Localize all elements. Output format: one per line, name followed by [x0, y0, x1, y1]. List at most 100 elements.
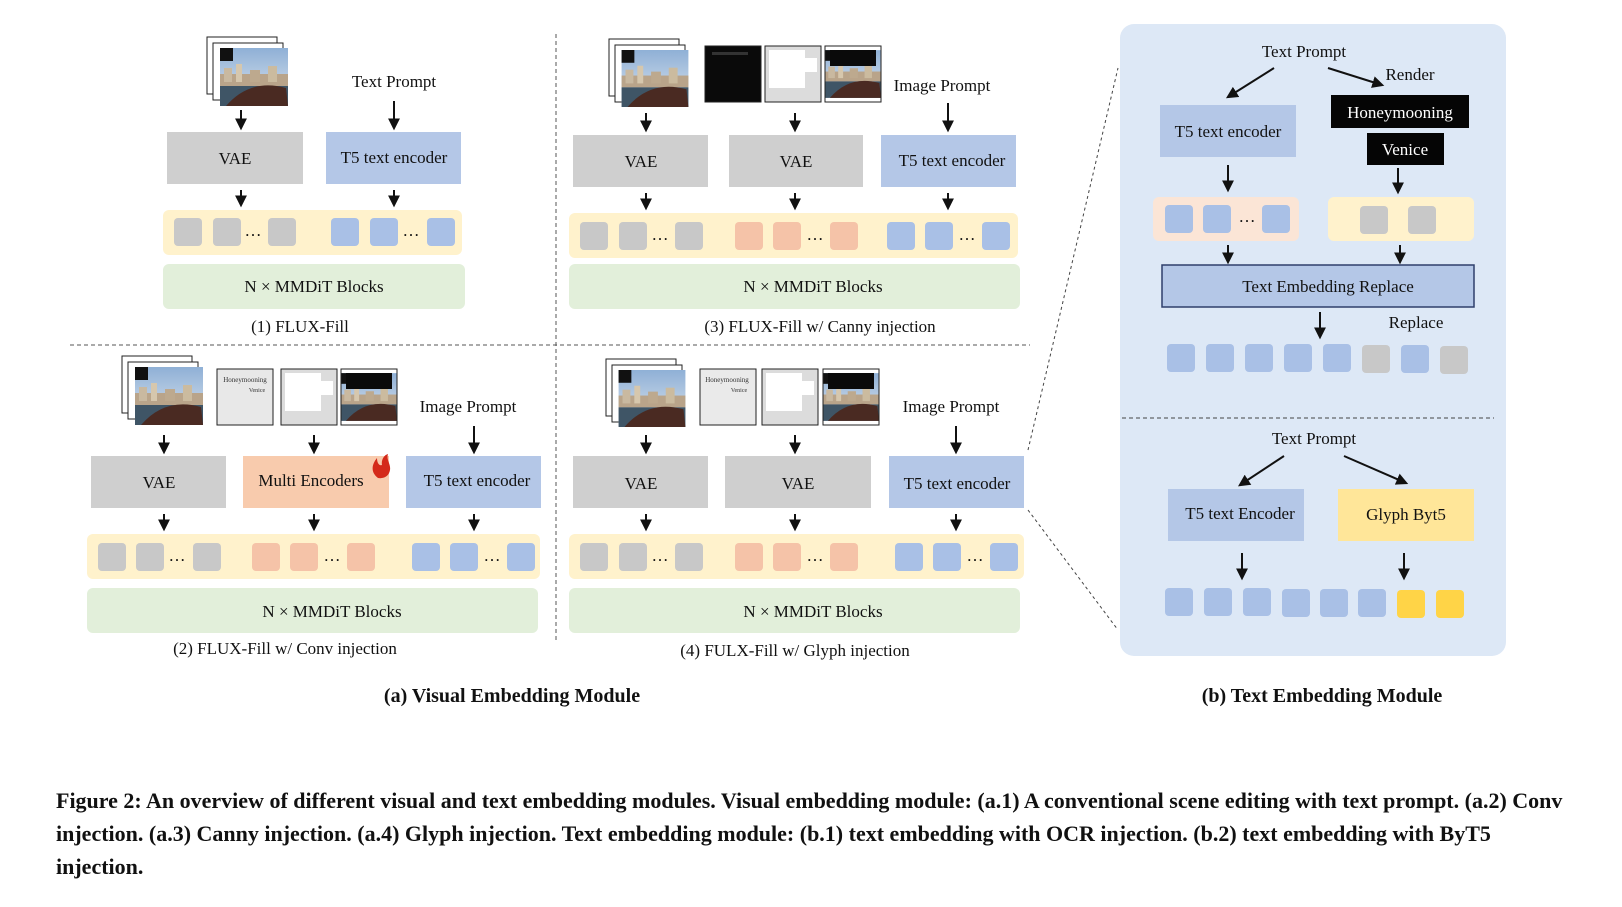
token-blue	[1204, 588, 1232, 616]
token-gray	[580, 222, 608, 250]
token-blue	[1262, 205, 1290, 233]
token-peach	[773, 222, 801, 250]
figure-caption: Figure 2: An overview of different visua…	[56, 788, 1563, 879]
ellipsis: …	[245, 221, 262, 240]
t5-encoder-label: T5 text encoder	[1175, 122, 1282, 141]
panel-a-title: (a) Visual Embedding Module	[384, 685, 640, 707]
token-gray	[98, 543, 126, 571]
t5-encoder-label: T5 text encoder	[424, 471, 531, 490]
token-blue	[925, 222, 953, 250]
glyph-thumbnail: Honeymooning Venice	[216, 368, 274, 426]
token-yellow	[1436, 590, 1464, 618]
glyph-text: Honeymooning	[223, 376, 267, 384]
ellipsis: …	[403, 221, 420, 240]
token-blue	[427, 218, 455, 246]
token-blue	[1358, 589, 1386, 617]
mmdit-blocks	[87, 588, 538, 633]
ellipsis: …	[967, 546, 984, 565]
text-prompt-label: Text Prompt	[1272, 429, 1357, 448]
mmdit-blocks-label: N × MMDiT Blocks	[743, 602, 882, 621]
rendered-word: Honeymooning	[1347, 103, 1453, 122]
t5-encoder-box	[1160, 105, 1296, 157]
token-blue	[1245, 344, 1273, 372]
vae-label: VAE	[219, 149, 252, 168]
subfigure-caption: (4) FULX-Fill w/ Glyph injection	[680, 641, 910, 660]
vae-label: VAE	[625, 474, 658, 493]
ellipsis: …	[652, 225, 669, 244]
token-blue	[1243, 588, 1271, 616]
token-gray	[619, 222, 647, 250]
mmdit-blocks	[163, 264, 465, 309]
vae-box	[167, 132, 303, 184]
token-peach	[347, 543, 375, 571]
masked-scene-thumbnail	[824, 45, 882, 103]
token-blue	[1282, 589, 1310, 617]
token-peach	[773, 543, 801, 571]
token-row: … … …	[580, 222, 1010, 250]
thumbnail-stack	[206, 36, 288, 106]
vae-box	[91, 456, 226, 508]
token-blue	[1284, 344, 1312, 372]
t5-encoder-box	[889, 456, 1024, 508]
text-prompt-label: Text Prompt	[1262, 42, 1347, 61]
thumbnail-stack	[605, 358, 686, 427]
token-blue	[450, 543, 478, 571]
subfigure-caption: (1) FLUX-Fill	[251, 317, 349, 336]
token-blue	[1206, 344, 1234, 372]
panel-b-title: (b) Text Embedding Module	[1202, 685, 1443, 707]
t5-encoder-box	[1168, 489, 1304, 541]
token-row	[1167, 344, 1468, 374]
token-blue	[1165, 205, 1193, 233]
vae-label: VAE	[782, 474, 815, 493]
arrow	[1237, 455, 1285, 487]
masked-scene-thumbnail	[822, 368, 880, 426]
vae-label: VAE	[780, 152, 813, 171]
replace-label: Replace	[1389, 313, 1444, 332]
multi-encoders-label: Multi Encoders	[258, 471, 363, 490]
token-row: … … …	[580, 543, 1018, 571]
token-gray	[268, 218, 296, 246]
masked-scene-thumbnail	[340, 368, 398, 426]
glyph-text: Honeymooning	[705, 376, 749, 384]
token-strip-yellow	[1328, 197, 1474, 241]
mask-thumbnail	[764, 45, 822, 103]
mmdit-blocks	[569, 264, 1020, 309]
token-gray	[1360, 206, 1388, 234]
t5-encoder-box	[881, 135, 1016, 187]
token-gray	[174, 218, 202, 246]
token-row	[1165, 588, 1464, 618]
vae-box	[573, 135, 708, 187]
subfigure-caption: (3) FLUX-Fill w/ Canny injection	[704, 317, 936, 336]
mmdit-blocks-label: N × MMDiT Blocks	[743, 277, 882, 296]
vae-box	[729, 135, 863, 187]
thumbnail-stack	[608, 38, 689, 107]
token-blue	[370, 218, 398, 246]
arrow	[1225, 67, 1275, 99]
image-prompt-label: Image Prompt	[894, 76, 991, 95]
token-gray	[580, 543, 608, 571]
token-gray	[675, 222, 703, 250]
token-blue	[1323, 344, 1351, 372]
multi-encoders-box	[243, 456, 389, 508]
image-prompt-label: Image Prompt	[903, 397, 1000, 416]
flame-icon	[372, 454, 391, 479]
glyph-text: Venice	[731, 388, 748, 394]
rendered-word-box	[1331, 95, 1469, 128]
token-blue	[895, 543, 923, 571]
token-blue	[331, 218, 359, 246]
thumbnail-stack	[121, 355, 203, 425]
vae-box	[725, 456, 871, 508]
token-gray	[193, 543, 221, 571]
token-gray	[1408, 206, 1436, 234]
token-blue	[933, 543, 961, 571]
t5-encoder-box	[406, 456, 541, 508]
token-blue	[1320, 589, 1348, 617]
t5-encoder-label: T5 text encoder	[904, 474, 1011, 493]
text-prompt-label: Text Prompt	[352, 72, 437, 91]
glyph-thumbnail: Honeymooning Venice	[699, 368, 757, 426]
token-blue	[507, 543, 535, 571]
mask-thumbnail	[280, 368, 338, 426]
ellipsis: …	[324, 546, 341, 565]
zoom-connector	[1027, 67, 1119, 451]
